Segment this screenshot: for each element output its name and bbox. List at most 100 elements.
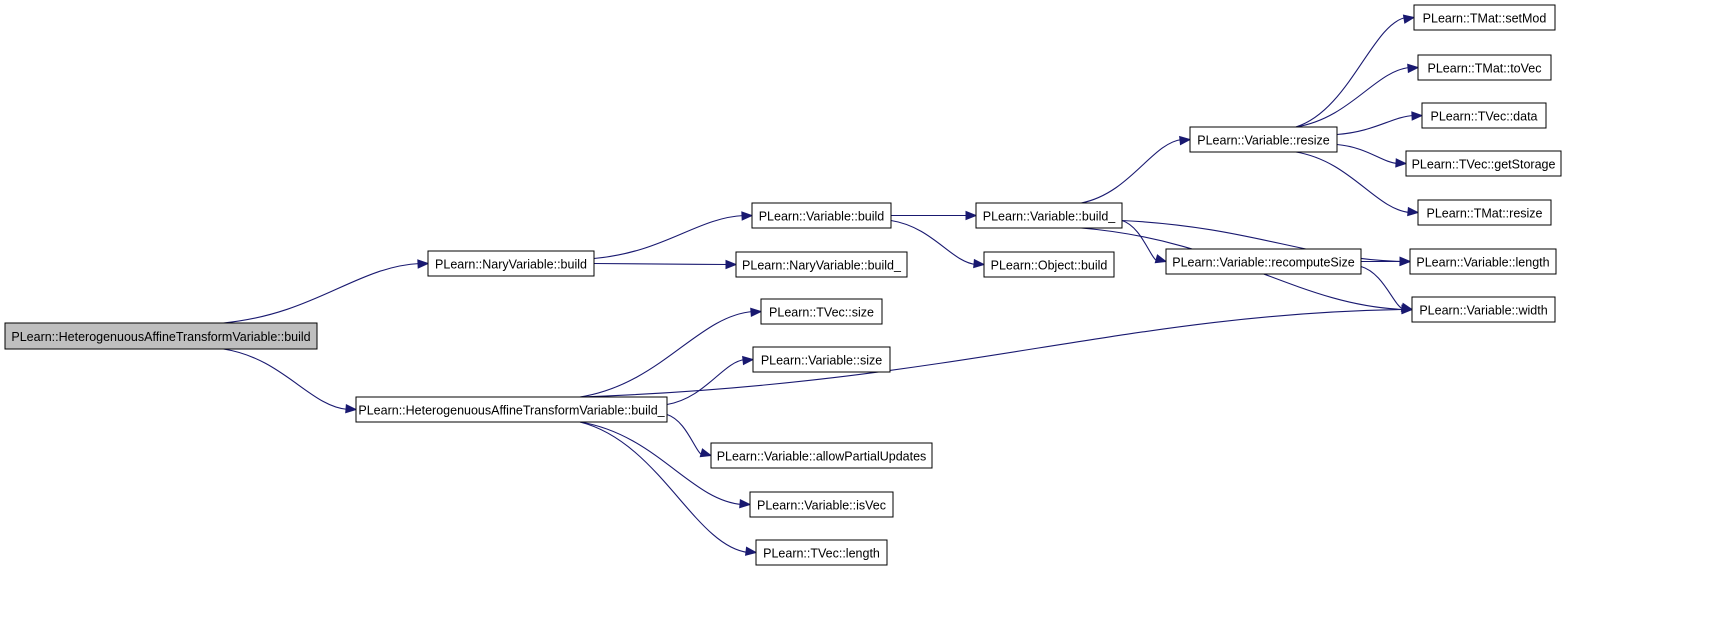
edge-var_build_-to-var_resize xyxy=(1081,138,1183,204)
node-tvec-length[interactable]: PLearn::TVec::length xyxy=(755,539,888,566)
node-tmat-resize[interactable]: PLearn::TMat::resize xyxy=(1417,199,1552,226)
node-box[interactable] xyxy=(975,202,1123,229)
edge-var_resize-to-tmat_resize xyxy=(1295,151,1411,214)
node-label: PLearn::Variable::recomputeSize xyxy=(1172,256,1355,270)
arrowhead-var_build_-to-var_recompute xyxy=(1154,254,1168,264)
node-nary-build-[interactable]: PLearn::NaryVariable::build_ xyxy=(735,251,908,278)
node-box[interactable] xyxy=(1421,102,1547,129)
edge-var_build-to-obj_build xyxy=(890,219,977,266)
node-obj-build[interactable]: PLearn::Object::build xyxy=(983,251,1115,278)
node-label: PLearn::TVec::getStorage xyxy=(1412,158,1556,172)
node-var-build-[interactable]: PLearn::Variable::build_ xyxy=(975,202,1123,229)
edge-hatv_build_-to-tvec_length xyxy=(579,421,749,554)
node-var-length[interactable]: PLearn::Variable::length xyxy=(1409,248,1557,275)
call-nodes: PLearn::HeterogenuousAffineTransformVari… xyxy=(4,4,1562,566)
edge-var_recompute-to-var_width xyxy=(1360,265,1405,311)
node-label: PLearn::Variable::length xyxy=(1416,256,1549,270)
node-label: PLearn::HeterogenuousAffineTransformVari… xyxy=(11,330,310,344)
edge-hatv_build_-to-var_size xyxy=(666,358,746,406)
node-box[interactable] xyxy=(4,322,318,350)
edge-var_build_-to-var_recompute xyxy=(1121,219,1159,263)
node-box[interactable] xyxy=(427,250,595,277)
arrowhead-var_build-to-var_build_ xyxy=(965,210,978,221)
node-box[interactable] xyxy=(735,251,908,278)
node-var-size[interactable]: PLearn::Variable::size xyxy=(752,346,891,373)
arrowhead-var_build_-to-var_resize xyxy=(1179,135,1192,146)
arrowhead-var_resize-to-tmat_setmod xyxy=(1402,14,1416,24)
node-box[interactable] xyxy=(1417,199,1552,226)
node-tvec-getstorage[interactable]: PLearn::TVec::getStorage xyxy=(1405,150,1562,177)
node-box[interactable] xyxy=(1417,54,1552,81)
node-label: PLearn::Object::build xyxy=(991,259,1108,273)
edge-root-to-nary_build xyxy=(223,262,421,324)
node-label: PLearn::TVec::length xyxy=(763,547,880,561)
arrowhead-hatv_build_-to-tvec_length xyxy=(745,546,758,556)
node-box[interactable] xyxy=(752,346,891,373)
arrowhead-hatv_build_-to-var_isvec xyxy=(739,498,752,509)
arrowhead-nary_build-to-var_build xyxy=(741,211,754,221)
node-box[interactable] xyxy=(755,539,888,566)
arrowhead-hatv_build_-to-var_width xyxy=(1401,304,1414,315)
node-label: PLearn::Variable::build xyxy=(759,210,885,224)
node-var-recompute[interactable]: PLearn::Variable::recomputeSize xyxy=(1165,248,1362,275)
node-box[interactable] xyxy=(760,298,883,325)
edge-var_resize-to-tmat_setmod xyxy=(1295,16,1407,128)
edge-var_resize-to-tmat_tovec xyxy=(1295,66,1411,128)
node-label: PLearn::NaryVariable::build xyxy=(435,258,587,272)
edge-root-to-hatv_build_ xyxy=(223,348,349,411)
node-label: PLearn::Variable::size xyxy=(761,354,882,368)
arrowhead-var_build-to-obj_build xyxy=(973,258,986,269)
arrowhead-hatv_build_-to-var_allow xyxy=(699,448,713,458)
node-box[interactable] xyxy=(1405,150,1562,177)
node-box[interactable] xyxy=(355,396,668,423)
node-box[interactable] xyxy=(983,251,1115,278)
node-label: PLearn::TVec::size xyxy=(769,306,874,320)
edge-nary_build-to-var_build xyxy=(593,214,745,260)
node-label: PLearn::Variable::isVec xyxy=(757,499,886,513)
arrowhead-hatv_build_-to-tvec_size xyxy=(750,307,763,318)
edge-var_resize-to-tvec_getstorage xyxy=(1336,143,1399,165)
node-tmat-setmod[interactable]: PLearn::TMat::setMod xyxy=(1413,4,1556,31)
node-box[interactable] xyxy=(1413,4,1556,31)
node-box[interactable] xyxy=(710,442,933,469)
node-var-width[interactable]: PLearn::Variable::width xyxy=(1411,296,1556,323)
node-label: PLearn::Variable::resize xyxy=(1197,134,1330,148)
call-edges xyxy=(223,14,1424,556)
node-var-allow[interactable]: PLearn::Variable::allowPartialUpdates xyxy=(710,442,933,469)
node-var-isvec[interactable]: PLearn::Variable::isVec xyxy=(749,491,894,518)
node-label: PLearn::TMat::setMod xyxy=(1423,12,1547,26)
node-hatv-build-[interactable]: PLearn::HeterogenuousAffineTransformVari… xyxy=(355,396,668,423)
node-nary-build[interactable]: PLearn::NaryVariable::build xyxy=(427,250,595,277)
node-tvec-size[interactable]: PLearn::TVec::size xyxy=(760,298,883,325)
node-box[interactable] xyxy=(749,491,894,518)
node-label: PLearn::Variable::allowPartialUpdates xyxy=(717,450,927,464)
arrowhead-var_resize-to-tvec_getstorage xyxy=(1395,158,1408,168)
edge-hatv_build_-to-var_allow xyxy=(666,413,704,457)
edge-hatv_build_-to-var_width xyxy=(579,308,1405,398)
node-box[interactable] xyxy=(751,202,892,229)
edge-hatv_build_-to-var_isvec xyxy=(579,421,743,506)
node-tvec-data[interactable]: PLearn::TVec::data xyxy=(1421,102,1547,129)
node-box[interactable] xyxy=(1165,248,1362,275)
node-box[interactable] xyxy=(1189,126,1338,153)
node-var-resize[interactable]: PLearn::Variable::resize xyxy=(1189,126,1338,153)
edge-var_resize-to-tvec_data xyxy=(1336,114,1415,136)
arrowhead-root-to-hatv_build_ xyxy=(345,403,358,414)
arrowhead-var_resize-to-tmat_tovec xyxy=(1407,63,1420,74)
edge-nary_build-to-nary_build_ xyxy=(593,262,729,266)
node-label: PLearn::TMat::toVec xyxy=(1428,62,1542,76)
node-var-build[interactable]: PLearn::Variable::build xyxy=(751,202,892,229)
node-label: PLearn::Variable::build_ xyxy=(983,210,1117,224)
node-box[interactable] xyxy=(1411,296,1556,323)
node-label: PLearn::Variable::width xyxy=(1419,304,1547,318)
arrowhead-var_resize-to-tmat_resize xyxy=(1407,206,1420,217)
node-label: PLearn::TVec::data xyxy=(1430,110,1537,124)
arrowhead-var_resize-to-tvec_data xyxy=(1411,111,1424,121)
node-root[interactable]: PLearn::HeterogenuousAffineTransformVari… xyxy=(4,322,318,350)
node-box[interactable] xyxy=(1409,248,1557,275)
node-tmat-tovec[interactable]: PLearn::TMat::toVec xyxy=(1417,54,1552,81)
arrowhead-var_recompute-to-var_length xyxy=(1399,256,1412,267)
node-label: PLearn::TMat::resize xyxy=(1426,207,1542,221)
edge-hatv_build_-to-tvec_size xyxy=(579,310,754,398)
